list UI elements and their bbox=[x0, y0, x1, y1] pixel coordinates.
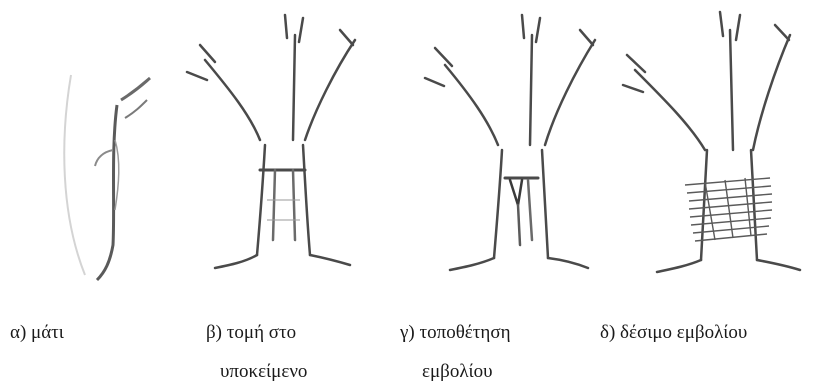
caption-c-line1: γ) τοποθέτηση bbox=[400, 322, 511, 344]
panel-c-graft-placement bbox=[410, 0, 610, 300]
panel-a-bud bbox=[55, 0, 165, 300]
panel-d-graft-tying bbox=[615, 0, 825, 300]
caption-c-line2: εμβολίου bbox=[422, 361, 493, 383]
caption-b-line2: υποκείμενο bbox=[220, 361, 307, 383]
panel-b-rootstock-cut bbox=[175, 0, 370, 300]
caption-a-line1: α) μάτι bbox=[10, 322, 64, 344]
graft-tying-drawing bbox=[615, 0, 825, 300]
graft-placement-drawing bbox=[410, 0, 610, 300]
caption-b-line1: β) τομή στο bbox=[206, 322, 296, 344]
rootstock-cut-drawing bbox=[175, 0, 370, 300]
caption-d-line1: δ) δέσιμο εμβολίου bbox=[600, 322, 747, 344]
bud-drawing bbox=[55, 0, 165, 300]
